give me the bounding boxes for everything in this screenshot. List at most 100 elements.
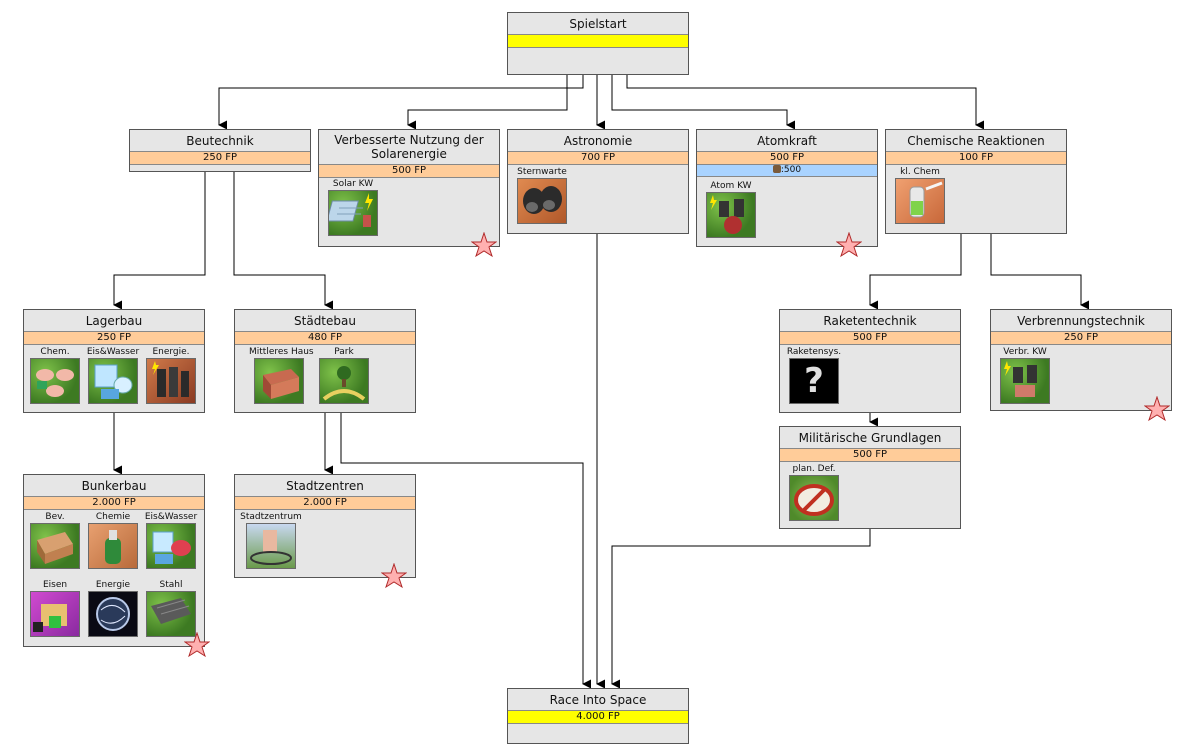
requirement-row: :500 xyxy=(697,165,877,177)
star-icon xyxy=(1144,396,1170,422)
edge-spielstart-atomkraft xyxy=(611,75,796,130)
unlock-item[interactable]: Eisen xyxy=(27,579,83,637)
node-stadtzentren[interactable]: Stadtzentren 2.000 FP Stadtzentrum xyxy=(234,474,416,589)
node-astronomie[interactable]: Astronomie 700 FP Sternwarte xyxy=(507,129,689,234)
unlock-item[interactable]: Mittleres Haus xyxy=(249,346,314,404)
edge-spielstart-chemisch xyxy=(626,75,985,130)
star-icon xyxy=(184,632,210,658)
node-cost: 2.000 FP xyxy=(235,497,415,510)
unlock-item[interactable]: Chemie xyxy=(85,511,141,569)
node-title: Verbesserte Nutzung der Solarenergie xyxy=(319,130,499,165)
item-label: Chem. xyxy=(40,347,70,357)
unlock-item[interactable]: Energie. xyxy=(143,346,199,404)
node-raketentechnik[interactable]: Raketentechnik 500 FP Raketensys. ? xyxy=(779,309,961,413)
unlock-item[interactable]: kl. Chem xyxy=(892,166,948,224)
item-label: Stadtzentrum xyxy=(240,512,302,522)
node-spielstart[interactable]: Spielstart xyxy=(507,12,689,75)
house-icon xyxy=(254,358,304,404)
iron-bunker-icon xyxy=(30,591,80,637)
binoculars-icon xyxy=(517,178,567,224)
combustion-plant-icon xyxy=(1000,358,1050,404)
solar-panel-icon xyxy=(328,190,378,236)
water-storage-icon xyxy=(88,358,138,404)
item-label: Stahl xyxy=(159,580,183,590)
node-cost: 500 FP xyxy=(319,165,499,178)
node-cost: 250 FP xyxy=(130,152,310,165)
node-cost: 4.000 FP xyxy=(508,711,688,724)
unlock-item[interactable]: Sternwarte xyxy=(514,166,570,224)
node-title: Verbrennungstechnik xyxy=(991,310,1171,332)
node-lagerbau[interactable]: Lagerbau 250 FP Chem. Eis&Wasser Energie… xyxy=(23,309,205,413)
edge-militaer-race xyxy=(611,529,871,689)
edge-spielstart-beutechnik xyxy=(218,75,584,130)
node-title: Städtebau xyxy=(235,310,415,332)
unlock-item[interactable]: Energie xyxy=(85,579,141,637)
item-label: Energie. xyxy=(152,347,190,357)
item-label: Raketensys. xyxy=(786,347,842,357)
unlock-item[interactable]: Raketensys. ? xyxy=(786,346,842,404)
node-solar[interactable]: Verbesserte Nutzung der Solarenergie 500… xyxy=(318,129,500,258)
star-icon xyxy=(836,232,862,258)
item-label: plan. Def. xyxy=(792,464,836,474)
node-beutechnik[interactable]: Beutechnik 250 FP xyxy=(129,129,311,172)
node-title: Stadtzentren xyxy=(235,475,415,497)
no-entry-sign-icon xyxy=(789,475,839,521)
node-chemisch[interactable]: Chemische Reaktionen 100 FP kl. Chem xyxy=(885,129,1067,234)
item-label: Bev. xyxy=(45,512,65,522)
node-atomkraft[interactable]: Atomkraft 500 FP :500 Atom KW xyxy=(696,129,878,258)
unlock-item[interactable]: Eis&Wasser xyxy=(85,346,141,404)
item-label: Park xyxy=(334,347,354,357)
unlock-item[interactable]: Verbr. KW xyxy=(997,346,1053,404)
unlock-item[interactable]: Eis&Wasser xyxy=(143,511,199,569)
edge-staedtebau-race xyxy=(340,413,592,689)
node-title: Lagerbau xyxy=(24,310,204,332)
node-title: Chemische Reaktionen xyxy=(886,130,1066,152)
node-cost: 700 FP xyxy=(508,152,688,165)
item-label: Verbr. KW xyxy=(1003,347,1047,357)
node-title: Astronomie xyxy=(508,130,688,152)
item-label: kl. Chem xyxy=(900,167,940,177)
energy-bunker-icon xyxy=(88,591,138,637)
node-race[interactable]: Race Into Space 4.000 FP xyxy=(507,688,689,744)
water-bunker-icon xyxy=(146,523,196,569)
unlock-item[interactable]: Park xyxy=(316,346,372,404)
node-cost: 2.000 FP xyxy=(24,497,204,510)
item-label: Solar KW xyxy=(332,179,374,189)
node-verbrennung[interactable]: Verbrennungstechnik 250 FP Verbr. KW xyxy=(990,309,1172,422)
node-title: Race Into Space xyxy=(508,689,688,711)
edge-chemisch-verbrennung xyxy=(990,234,1090,310)
item-label: Eis&Wasser xyxy=(86,347,140,357)
unlock-item[interactable]: Stadtzentrum xyxy=(239,511,303,569)
item-label: Energie xyxy=(95,580,131,590)
node-title: Bunkerbau xyxy=(24,475,204,497)
node-title: Spielstart xyxy=(508,13,688,35)
unlock-item[interactable]: plan. Def. xyxy=(786,463,842,521)
unlock-item[interactable]: Solar KW xyxy=(325,178,381,236)
steel-bunker-icon xyxy=(146,591,196,637)
edge-beutechnik-lagerbau xyxy=(113,172,206,310)
unlock-item[interactable]: Stahl xyxy=(143,579,199,637)
node-militaer[interactable]: Militärische Grundlagen 500 FP plan. Def… xyxy=(779,426,961,529)
edge-beutechnik-staedtebau xyxy=(233,172,334,310)
resource-icon xyxy=(772,165,781,173)
node-cost: 250 FP xyxy=(24,332,204,345)
edge-chemisch-raketen xyxy=(869,234,962,310)
star-icon xyxy=(381,563,407,589)
node-staedtebau[interactable]: Städtebau 480 FP Mittleres Haus Park xyxy=(234,309,416,413)
item-label: Mittleres Haus xyxy=(249,347,314,357)
node-cost: 500 FP xyxy=(780,449,960,462)
chemical-storage-icon xyxy=(30,358,80,404)
node-bunkerbau[interactable]: Bunkerbau 2.000 FP Bev. Chemie Eis&Wasse… xyxy=(23,474,210,658)
battery-storage-icon xyxy=(146,358,196,404)
park-icon xyxy=(319,358,369,404)
unlock-item[interactable]: Bev. xyxy=(27,511,83,569)
item-label: Atom KW xyxy=(710,181,752,191)
node-cost: 500 FP xyxy=(780,332,960,345)
unlock-item[interactable]: Atom KW xyxy=(703,180,759,238)
node-cost: 100 FP xyxy=(886,152,1066,165)
star-icon xyxy=(471,232,497,258)
node-cost: 500 FP xyxy=(697,152,877,165)
node-cost: 480 FP xyxy=(235,332,415,345)
unlock-item[interactable]: Chem. xyxy=(27,346,83,404)
item-label: Sternwarte xyxy=(517,167,567,177)
